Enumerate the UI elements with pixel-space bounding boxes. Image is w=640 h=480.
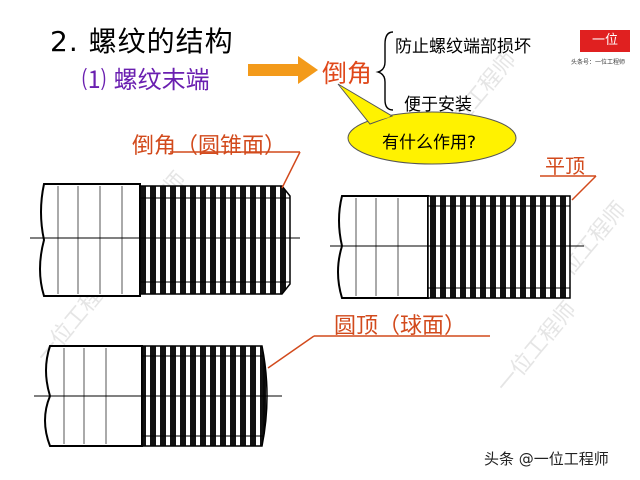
chamfer-label: 倒角 bbox=[322, 59, 373, 88]
purpose-item: 防止螺纹端部损坏 bbox=[395, 37, 531, 57]
label-round-top: 圆顶（球面） bbox=[334, 314, 467, 339]
bolt-flat-top bbox=[330, 175, 597, 299]
speech-bubble bbox=[337, 83, 517, 165]
arrow-right-icon bbox=[248, 56, 318, 84]
brand-logo-caption: 头条号：一位工程师 bbox=[571, 59, 626, 66]
bubble-question: 有什么作用? bbox=[382, 133, 477, 153]
bolt-chamfer bbox=[30, 151, 301, 297]
purpose-item: 便于安装 bbox=[404, 95, 472, 115]
bolt-round-top bbox=[34, 335, 490, 447]
curly-brace bbox=[375, 31, 394, 111]
label-chamfer-cone: 倒角（圆锥面） bbox=[132, 134, 287, 159]
page-title: 2. 螺纹的结构 bbox=[50, 25, 234, 58]
source-credit: 头条 @一位工程师 bbox=[484, 450, 609, 468]
label-flat-top: 平顶 bbox=[545, 154, 585, 178]
brand-logo: 一位 bbox=[580, 30, 630, 52]
section-subtitle: ⑴ 螺纹末端 bbox=[82, 66, 210, 94]
